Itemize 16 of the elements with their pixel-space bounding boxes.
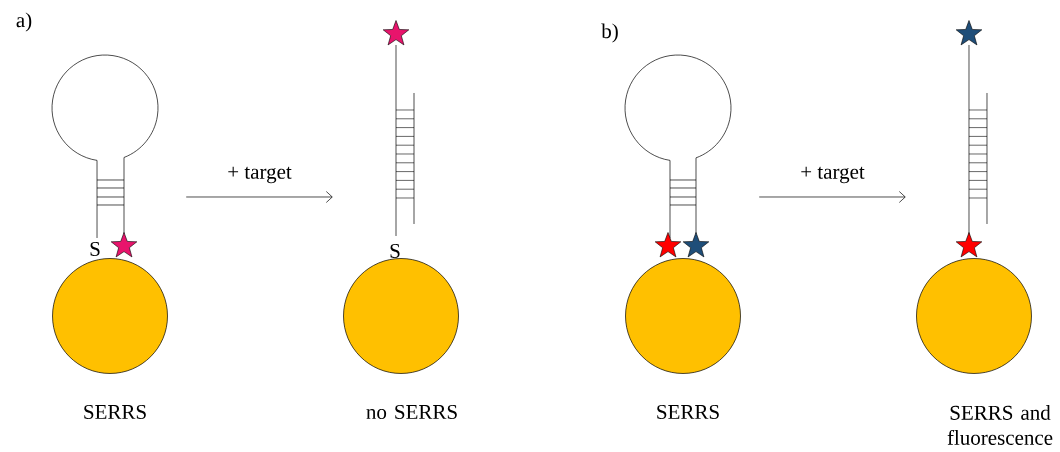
panel-label: a) xyxy=(16,12,32,32)
node-label: SERRS and fluorescence xyxy=(947,405,1053,445)
sulfur-label: S xyxy=(90,241,100,257)
node-label: SERRS xyxy=(657,404,719,420)
probe-drawing xyxy=(624,54,741,374)
probe-drawing xyxy=(51,54,168,374)
probe-drawing xyxy=(916,20,1032,374)
probe-drawing xyxy=(343,20,459,374)
edge-label: + target xyxy=(226,165,293,185)
panel-label: b) xyxy=(601,23,618,43)
arrow xyxy=(758,191,906,203)
node-label: SERRS xyxy=(84,404,146,420)
sulfur-label: S xyxy=(390,243,400,259)
node-label: no SERRS xyxy=(366,404,457,420)
arrow xyxy=(185,191,333,203)
edge-label: + target xyxy=(799,165,866,185)
